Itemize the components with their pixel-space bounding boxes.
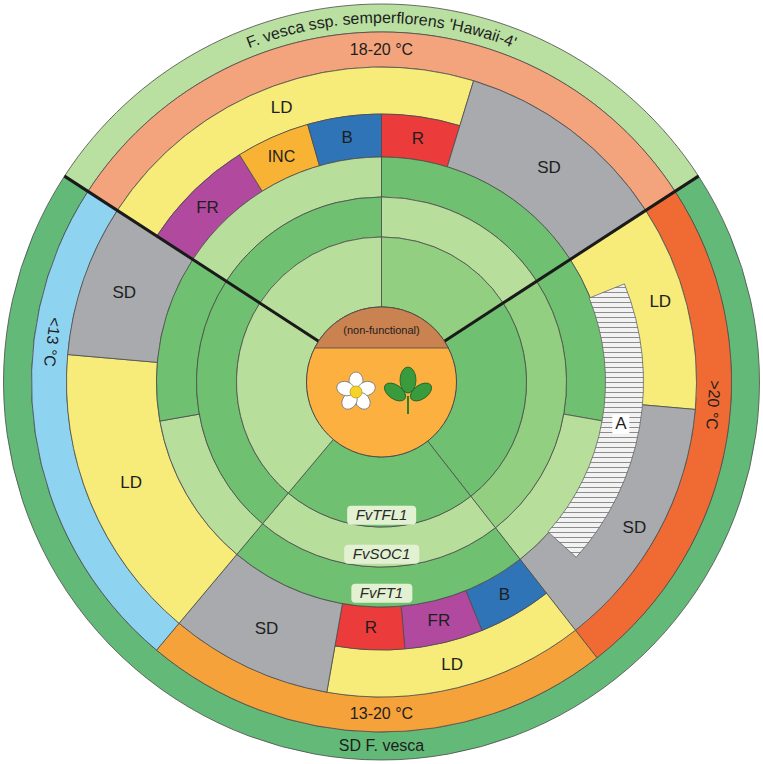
plant-icons xyxy=(335,367,435,414)
segment-label: LD xyxy=(649,292,671,311)
segment-label: SD xyxy=(255,618,279,637)
temperature-band: 13-20 °C xyxy=(350,705,413,723)
segment-label: SD xyxy=(623,518,647,537)
light-segment: SD xyxy=(623,519,647,538)
light-segment: LD xyxy=(441,656,463,675)
non-functional-cap xyxy=(315,307,449,348)
light-segment: LD xyxy=(271,98,293,117)
light-segment: R xyxy=(412,129,424,148)
gene-tab: FvTFL1 xyxy=(347,506,417,525)
light-segment: SD xyxy=(113,284,137,303)
segment-label: FvTFL1 xyxy=(356,506,408,523)
temperature-band: >20 °C xyxy=(702,380,723,431)
light-segment: LD xyxy=(120,474,142,493)
segment-label: SD xyxy=(537,157,561,176)
segment-label: LD xyxy=(271,97,293,116)
segment-label: FvFT1 xyxy=(360,584,403,601)
sector-divider xyxy=(64,176,318,341)
segment-label: FR xyxy=(196,198,219,217)
segment-label: INC xyxy=(268,148,296,165)
segment-label: R xyxy=(412,128,424,147)
light-segment: B xyxy=(342,129,353,148)
segment-label: LD xyxy=(441,655,463,674)
ring-sector xyxy=(335,604,405,650)
temperature-band: SD F. vesca xyxy=(339,737,424,755)
segment-label: B xyxy=(499,585,510,604)
segment-label: FvSOC1 xyxy=(353,545,411,562)
light-segment: FR xyxy=(428,612,451,631)
leaf-icon xyxy=(381,367,435,414)
segment-label: R xyxy=(365,617,377,636)
light-segment: SD xyxy=(255,619,279,638)
light-segment: B xyxy=(499,586,510,605)
segment-label: >20 °C xyxy=(703,380,723,431)
temperature-band: 18-20 °C xyxy=(350,41,413,59)
segment-label: B xyxy=(342,128,353,147)
segment-label: SD xyxy=(113,283,137,302)
segment-label: A xyxy=(615,414,626,433)
light-segment: FR xyxy=(196,199,219,218)
segment-label: (non-functional) xyxy=(343,324,419,336)
light-segment: R xyxy=(365,618,377,637)
light-segment: SD xyxy=(537,158,561,177)
status-cap: (non-functional) xyxy=(343,324,419,336)
segment-label: SD F. vesca xyxy=(339,737,424,754)
hatched-sector xyxy=(548,284,644,557)
light-segment: LD xyxy=(649,293,671,312)
segment-label: FR xyxy=(428,611,451,630)
light-segment: INC xyxy=(268,148,296,166)
ring-sector xyxy=(3,176,759,760)
segment-label: 13-20 °C xyxy=(350,705,413,722)
segment-label: 18-20 °C xyxy=(350,41,413,58)
center-disc xyxy=(307,307,457,457)
sector-divider xyxy=(444,176,698,341)
light-segment: A xyxy=(612,415,629,434)
flower-icon xyxy=(335,372,377,412)
gene-tab: FvSOC1 xyxy=(344,545,420,564)
segment-label: LD xyxy=(120,473,142,492)
gene-tab: FvFT1 xyxy=(351,584,412,603)
